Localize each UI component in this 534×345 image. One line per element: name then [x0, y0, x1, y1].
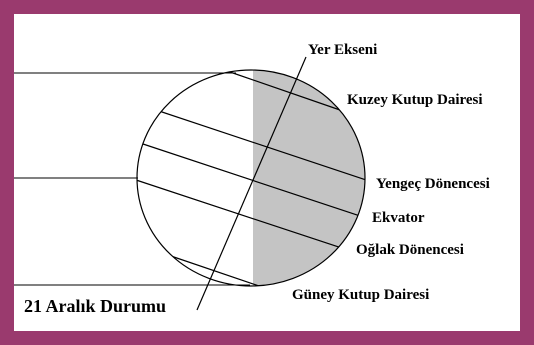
label-tropic-of-cancer: Yengeç Dönencesi	[376, 176, 490, 192]
antarctic-circle-line	[167, 254, 263, 286]
equator-line	[139, 142, 365, 221]
tropic-of-cancer-line	[149, 107, 365, 183]
caption-december-21: 21 Aralık Durumu	[24, 296, 166, 316]
earth-axis-line	[196, 56, 307, 311]
label-earth-axis: Yer Ekseni	[308, 42, 377, 58]
label-arctic-circle: Kuzey Kutup Dairesi	[347, 92, 483, 108]
tropic-of-capricorn-line	[137, 177, 365, 259]
label-antarctic-circle: Güney Kutup Dairesi	[292, 287, 429, 303]
label-tropic-of-capricorn: Oğlak Dönencesi	[356, 242, 464, 258]
arctic-circle-line	[229, 71, 341, 111]
label-equator: Ekvator	[372, 210, 425, 226]
